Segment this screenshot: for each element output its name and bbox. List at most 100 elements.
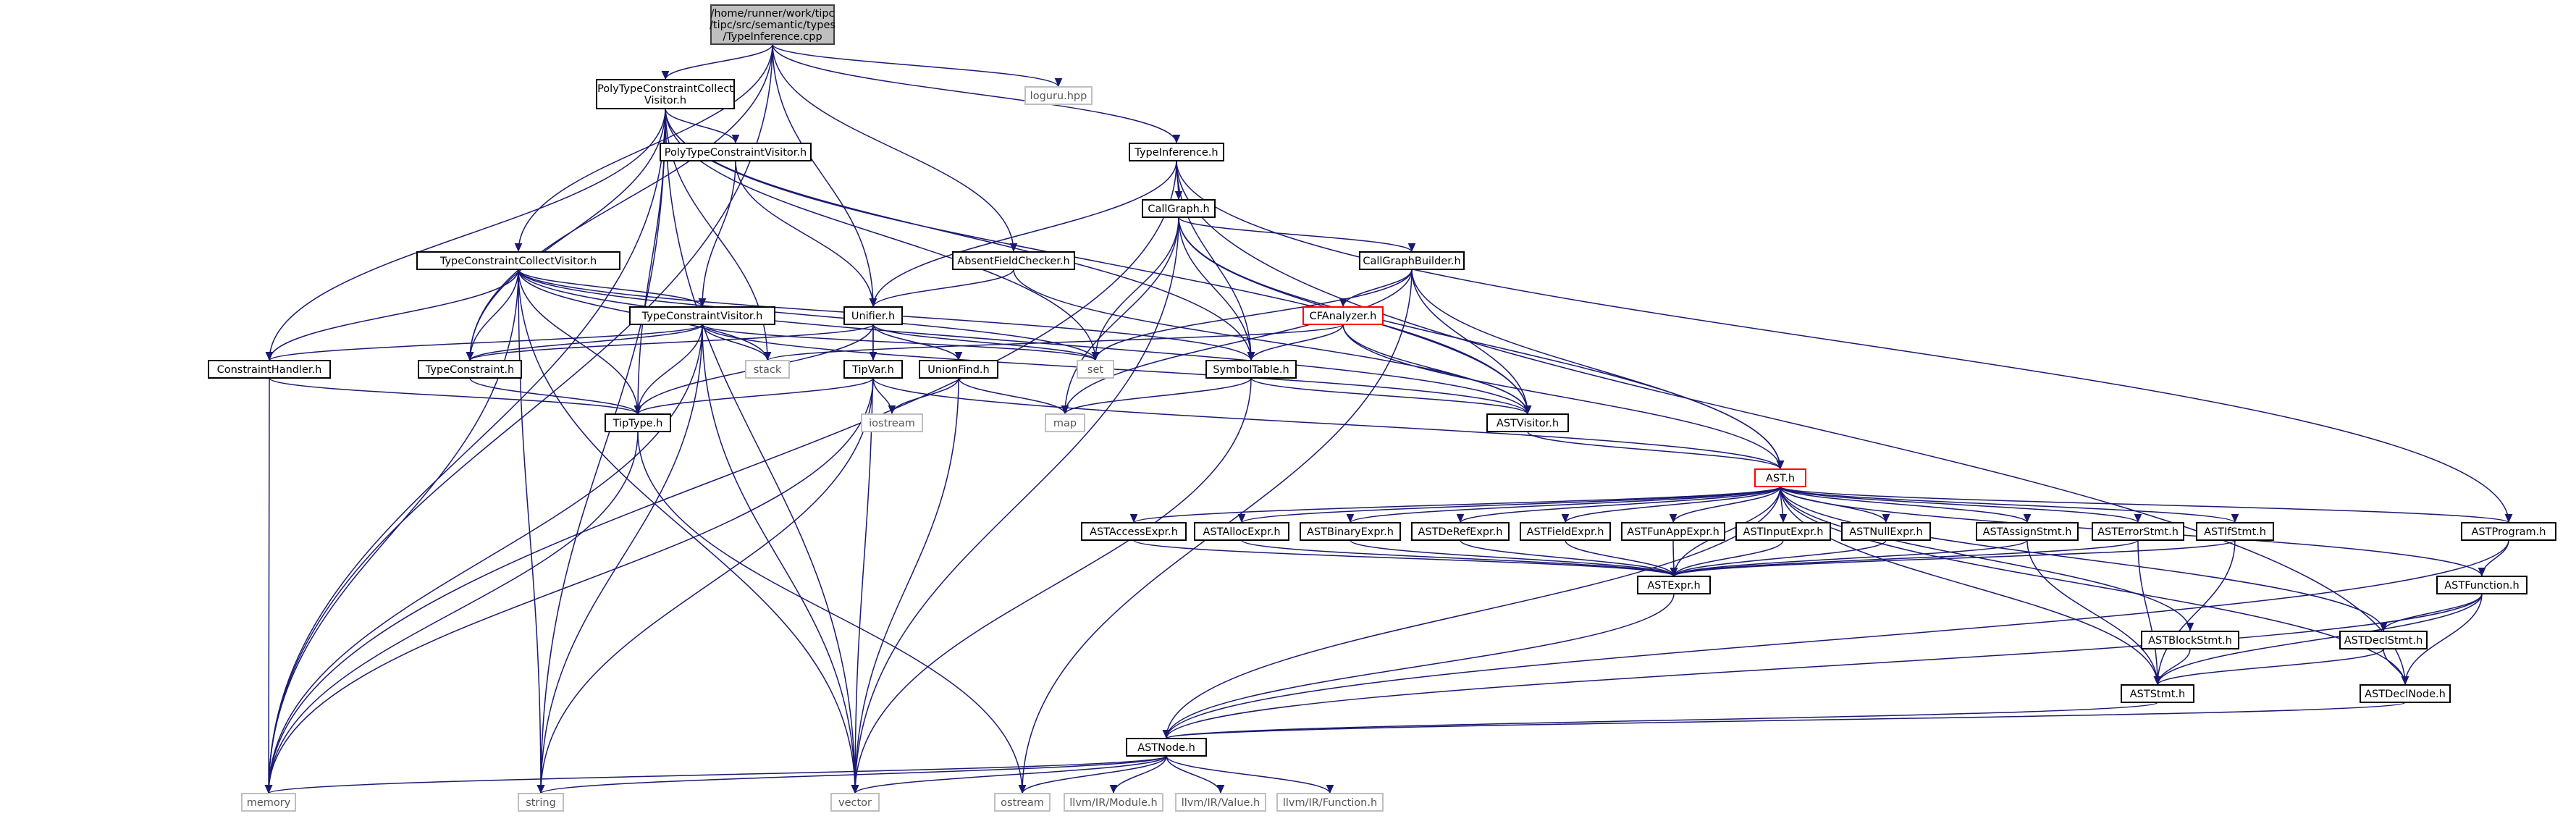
node-box [1077, 360, 1114, 379]
node-function[interactable]: ASTFunction.h [2436, 576, 2527, 594]
node-box [1976, 522, 2079, 541]
include-edge-callGraphBuilder-to-map [1061, 269, 1413, 415]
node-box [1142, 199, 1216, 218]
include-edge-typeInference-to-symbolTable [1176, 160, 1255, 361]
include-edge-unifier-to-unionFind [872, 324, 963, 361]
node-stmt[interactable]: ASTStmt.h [2121, 684, 2194, 703]
include-edge-polyCollect-to-polyVisitor [665, 108, 740, 144]
node-typeInference[interactable]: TypeInference.h [1129, 143, 1224, 161]
node-absentField[interactable]: AbsentFieldChecker.h [952, 251, 1075, 270]
node-label: llvm/IR/Module.h [1069, 797, 1157, 809]
node-label: CFAnalyzer.h [1310, 311, 1377, 322]
node-declNode[interactable]: ASTDeclNode.h [2360, 684, 2451, 703]
include-edge-declStmt-to-stmt [2153, 648, 2384, 686]
node-box [843, 306, 903, 325]
node-tipType[interactable]: TipType.h [605, 413, 671, 432]
include-edge-ast-to-declStmt [1780, 486, 2388, 632]
node-callGraph[interactable]: CallGraph.h [1142, 199, 1216, 218]
node-collectVisitor[interactable]: TypeConstraintCollectVisitor.h [416, 251, 620, 270]
include-edge-function-to-declStmt [2379, 593, 2483, 632]
node-label: memory [247, 797, 291, 809]
node-label: ASTIfStmt.h [2204, 526, 2266, 538]
include-edge-ast-to-program [1780, 486, 2512, 523]
include-edge-allocExpr-to-expr [1241, 539, 1678, 577]
node-label: AST.h [1766, 473, 1795, 484]
node-expr[interactable]: ASTExpr.h [1637, 576, 1711, 594]
node-unifier[interactable]: Unifier.h [843, 306, 903, 325]
node-label: ostream [1001, 797, 1044, 809]
include-edge-callGraph-to-ast [1178, 216, 1785, 470]
node-ifStmt[interactable]: ASTIfStmt.h [2196, 522, 2274, 541]
include-edge-callGraphBuilder-to-astVisitor [1411, 269, 1532, 415]
node-box [2360, 684, 2451, 703]
node-label: TypeConstraintVisitor.h [641, 311, 763, 322]
node-symbolTable[interactable]: SymbolTable.h [1205, 360, 1297, 379]
node-box [2461, 522, 2556, 541]
include-edge-ast-to-accessExpr [1130, 486, 1781, 523]
node-tipVar[interactable]: TipVar.h [843, 360, 903, 379]
node-label: PolyTypeConstraintVisitor.h [665, 147, 807, 159]
node-label: Visitor.h [644, 95, 686, 106]
node-label: ASTAccessExpr.h [1090, 526, 1178, 538]
include-edge-callGraph-to-callGraphBuilder [1178, 216, 1416, 253]
node-box [1129, 143, 1224, 161]
node-funAppExpr[interactable]: ASTFunAppExpr.h [1621, 522, 1725, 541]
include-edge-constraintVisitor-to-constraintHandler [265, 324, 703, 361]
node-polyVisitor[interactable]: PolyTypeConstraintVisitor.h [660, 143, 812, 161]
node-declStmt[interactable]: ASTDeclStmt.h [2339, 631, 2428, 649]
include-edge-polyCollect-to-memory [264, 108, 666, 794]
include-edge-assignStmt-to-expr [1670, 539, 2028, 577]
node-cfAnalyzer[interactable]: CFAnalyzer.h [1302, 306, 1384, 325]
node-box [952, 251, 1075, 270]
node-binaryExpr[interactable]: ASTBinaryExpr.h [1300, 522, 1401, 541]
node-fieldExpr[interactable]: ASTFieldExpr.h [1520, 522, 1611, 541]
node-constraintHandler[interactable]: ConstraintHandler.h [208, 360, 331, 379]
node-label: ConstraintHandler.h [217, 364, 322, 376]
node-assignStmt[interactable]: ASTAssignStmt.h [1976, 522, 2079, 541]
node-label: ASTBlockStmt.h [2148, 635, 2232, 647]
node-root[interactable]: /home/runner/work/tipc/tipc/src/semantic… [710, 4, 835, 45]
node-derefExpr[interactable]: ASTDeRefExpr.h [1411, 522, 1510, 541]
node-ast[interactable]: AST.h [1754, 468, 1806, 487]
node-label: Unifier.h [851, 311, 895, 322]
node-box [1024, 86, 1093, 105]
node-typeConstraint[interactable]: TypeConstraint.h [418, 360, 522, 379]
node-box [1359, 251, 1465, 270]
include-edge-root-to-absentField [772, 43, 1018, 253]
node-blockStmt[interactable]: ASTBlockStmt.h [2141, 631, 2239, 649]
node-box [2092, 522, 2184, 541]
node-program[interactable]: ASTProgram.h [2461, 522, 2556, 541]
include-edge-collectVisitor-to-tipType [518, 269, 642, 415]
node-box [1754, 468, 1806, 487]
node-node[interactable]: ASTNode.h [1126, 738, 1207, 757]
include-edges [264, 43, 2513, 794]
node-stack: stack [745, 360, 790, 379]
include-edge-tipVar-to-memory [264, 377, 874, 794]
node-set: set [1077, 360, 1114, 379]
include-edge-node-to-memory [265, 755, 1167, 794]
node-constraintVisitor[interactable]: TypeConstraintVisitor.h [629, 306, 775, 325]
node-label: ASTStmt.h [2130, 689, 2185, 700]
node-accessExpr[interactable]: ASTAccessExpr.h [1081, 522, 1187, 541]
node-callGraphBuilder[interactable]: CallGraphBuilder.h [1359, 251, 1465, 270]
node-astVisitor[interactable]: ASTVisitor.h [1486, 413, 1569, 432]
node-nullExpr[interactable]: ASTNullExpr.h [1841, 522, 1931, 541]
include-edge-unifier-to-typeConstraint [466, 324, 874, 361]
include-edge-constraintVisitor-to-string [536, 324, 703, 794]
node-unionFind[interactable]: UnionFind.h [919, 360, 998, 379]
node-box [1486, 413, 1569, 432]
node-box [1081, 522, 1187, 541]
include-edge-collectVisitor-to-vector [518, 269, 859, 794]
node-label: stack [754, 364, 782, 376]
node-allocExpr[interactable]: ASTAllocExpr.h [1194, 522, 1289, 541]
node-label: llvm/IR/Function.h [1283, 797, 1377, 809]
include-edge-collectVisitor-to-set [518, 269, 1100, 361]
node-inputExpr[interactable]: ASTInputExpr.h [1735, 522, 1831, 541]
node-label: TipVar.h [851, 364, 894, 376]
node-label: ASTFunAppExpr.h [1627, 526, 1720, 538]
include-edge-ast-to-assignStmt [1780, 486, 2032, 523]
node-errorStmt[interactable]: ASTErrorStmt.h [2092, 522, 2184, 541]
include-edge-callGraph-to-map [1061, 216, 1179, 415]
include-edge-tipVar-to-string [536, 377, 874, 794]
